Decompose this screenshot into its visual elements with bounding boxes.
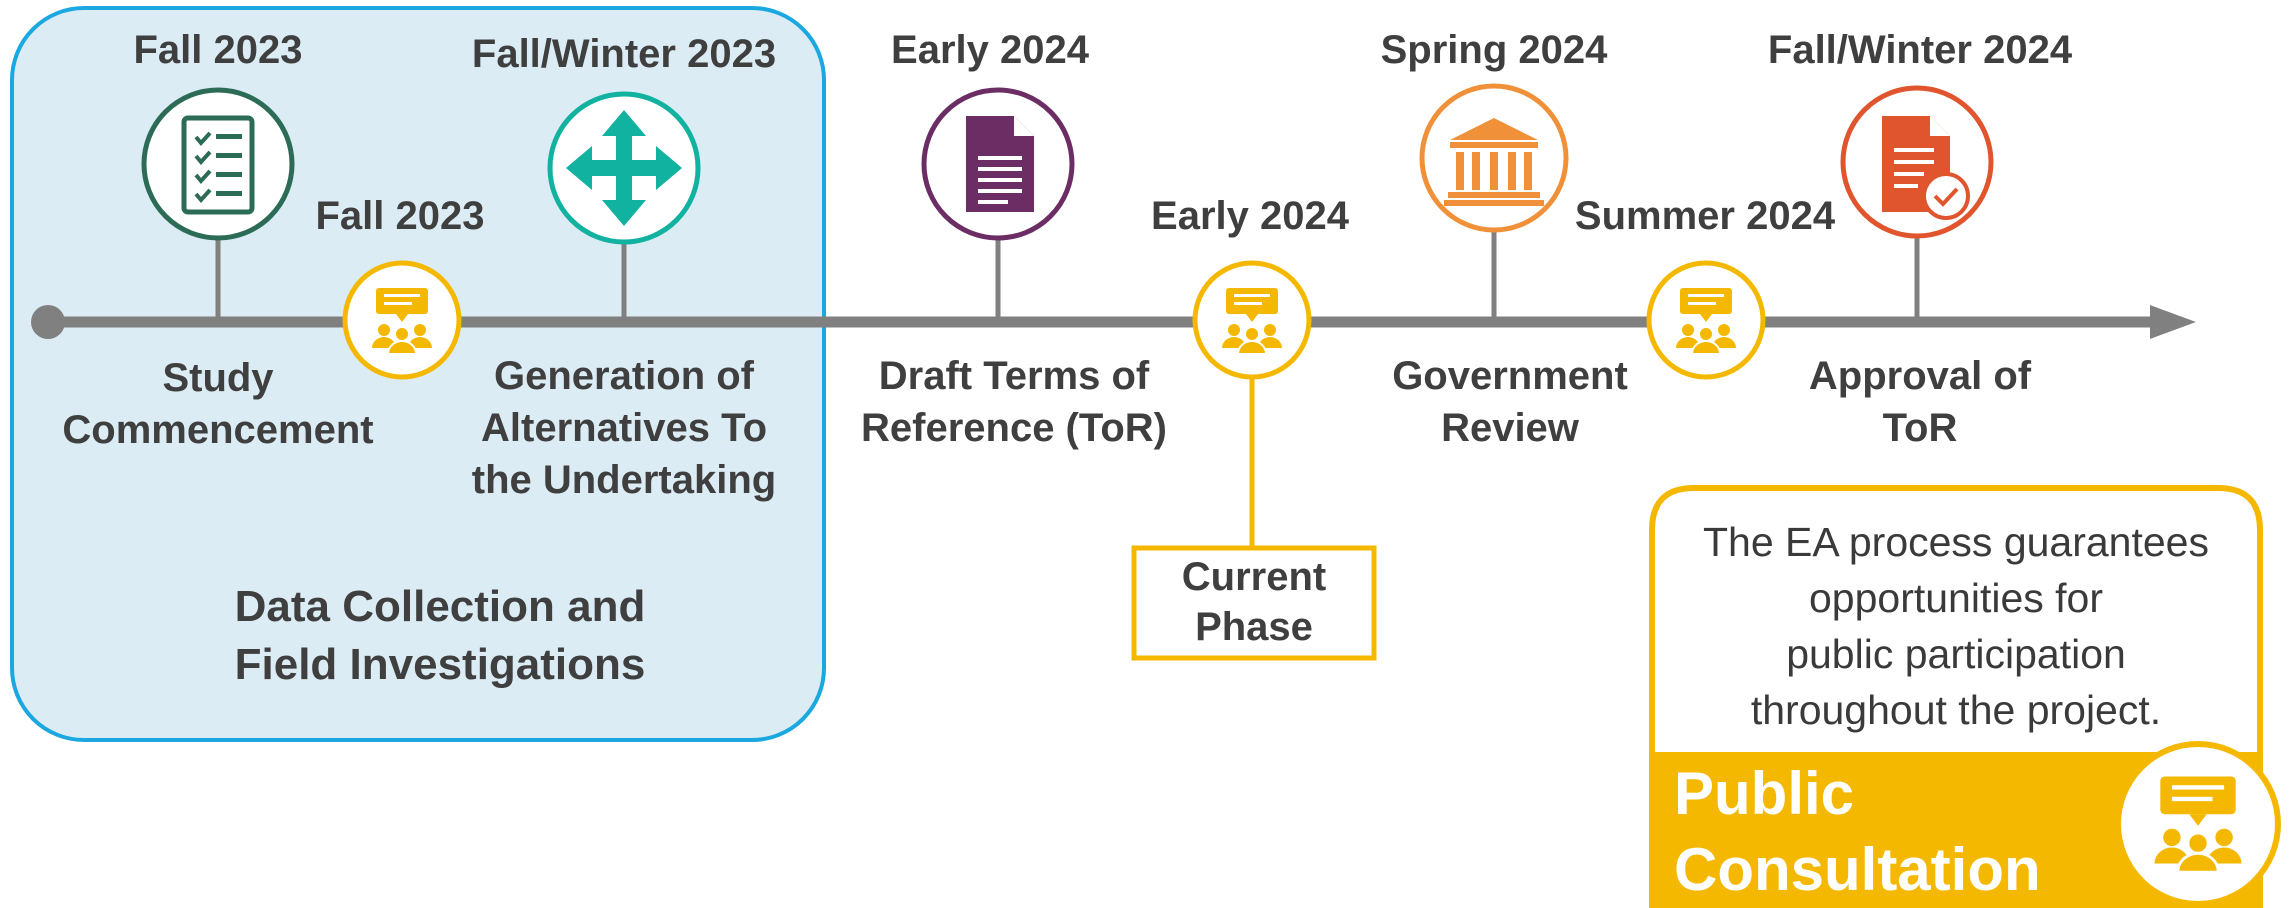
group-title-line2: Field Investigations [234, 640, 646, 689]
milestone-date: Fall/Winter 2023 [471, 32, 777, 76]
approved-document-icon [1840, 85, 1994, 239]
milestone-date: Early 2024 [1151, 194, 1349, 238]
milestone-date: Fall/Winter 2024 [1767, 28, 2073, 72]
public-consultation-description: The EA process guarantees opportunities … [1703, 519, 2209, 733]
current-phase-label: Current Phase [1181, 555, 1327, 649]
document-icon [921, 87, 1075, 241]
group-title: Data Collection and Field Investigations [150, 578, 730, 694]
milestone-label: Generation of Alternatives To the Undert… [471, 354, 777, 502]
milestone-date: Early 2024 [891, 28, 1089, 72]
checklist-icon [141, 87, 295, 241]
government-building-icon [1419, 83, 1569, 233]
current-phase-box [1131, 545, 1377, 661]
public-consultation-icon [1192, 260, 1312, 380]
milestone-date: Fall 2023 [133, 28, 303, 72]
milestone-date: Fall 2023 [315, 194, 485, 238]
milestone-date: Summer 2024 [1574, 194, 1836, 238]
milestone-label: Approval of ToR [1808, 354, 2032, 450]
public-consultation-title: Public Consultation [1674, 760, 2041, 903]
milestone-label: Study Commencement [62, 356, 374, 452]
milestone-label: Draft Terms of Reference (ToR) [861, 354, 1167, 450]
group-title-line1: Data Collection and [234, 582, 646, 631]
public-consultation-icon [1646, 260, 1766, 380]
public-consultation-panel [1649, 485, 2281, 908]
milestone-label: Government Review [1392, 354, 1628, 450]
milestone-date: Spring 2024 [1380, 28, 1608, 72]
public-consultation-icon [342, 260, 462, 380]
four-way-arrows-icon [547, 91, 701, 245]
